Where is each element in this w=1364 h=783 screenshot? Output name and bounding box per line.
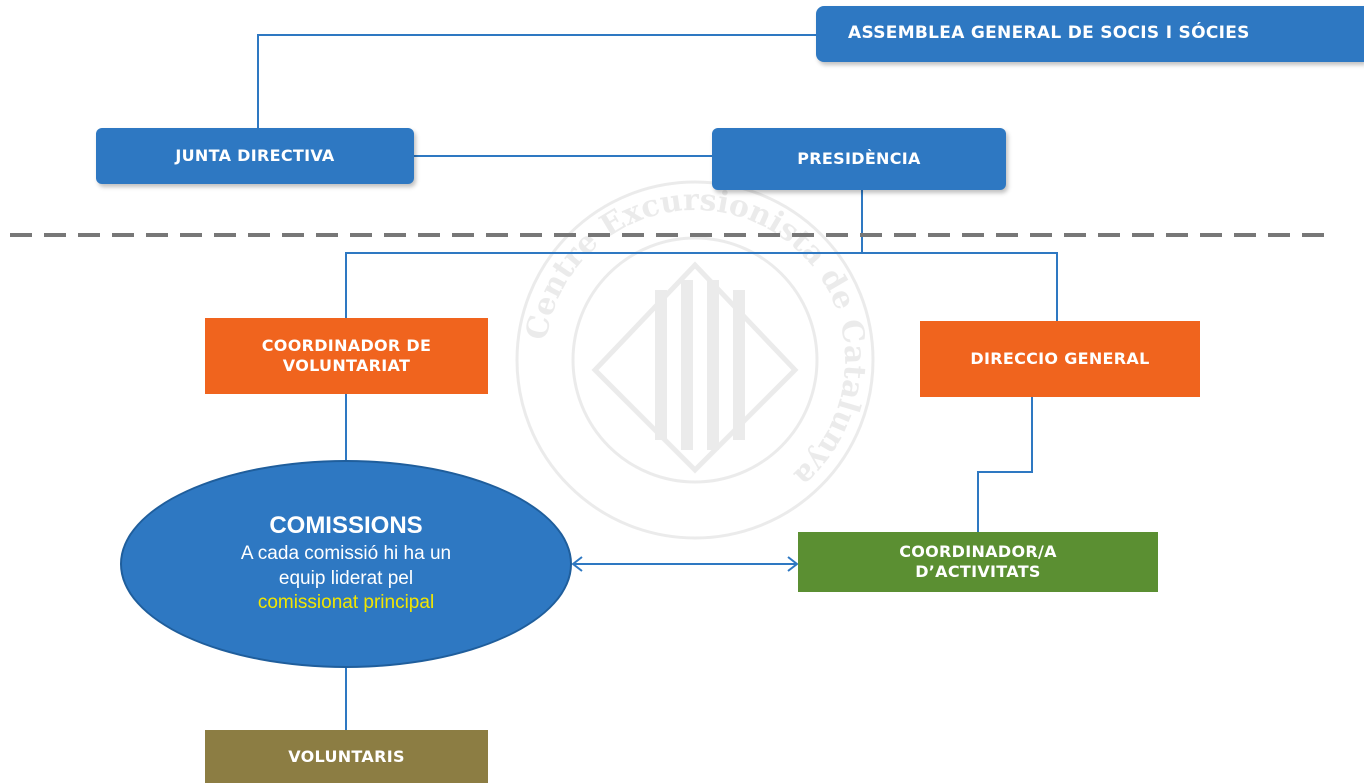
comissions-highlight: comissionat principal — [257, 592, 435, 614]
node-coordinador-voluntariat-label: COORDINADOR DE VOLUNTARIAT — [261, 336, 432, 375]
line-direccio-coordact — [977, 397, 1033, 532]
node-comissions: COMISSIONS A cada comissió hi ha un equi… — [120, 460, 572, 668]
line-branch — [345, 252, 1058, 321]
node-voluntaris: VOLUNTARIS — [205, 730, 488, 783]
comissions-line-1: A cada comissió hi ha un — [240, 542, 452, 564]
line-assemblea-junta — [257, 34, 818, 128]
node-direccio-label: DIRECCIO GENERAL — [970, 349, 1150, 368]
node-voluntaris-label: VOLUNTARIS — [288, 746, 405, 766]
node-coordinador-activitats-label: COORDINADOR/A D’ACTIVITATS — [899, 542, 1057, 581]
node-assemblea-label: ASSEMBLEA GENERAL DE SOCIS I SÓCIES — [848, 23, 1250, 44]
node-junta-directiva: JUNTA DIRECTIVA — [96, 128, 414, 184]
node-presidencia: PRESIDÈNCIA — [712, 128, 1006, 190]
node-coordinador-voluntariat: COORDINADOR DE VOLUNTARIAT — [205, 318, 488, 394]
node-direccio-general: DIRECCIO GENERAL — [920, 321, 1200, 397]
comissions-line-2: equip liderat pel — [278, 567, 414, 589]
node-presidencia-label: PRESIDÈNCIA — [797, 149, 921, 168]
comissions-title: COMISSIONS — [269, 511, 423, 539]
node-assemblea-general: ASSEMBLEA GENERAL DE SOCIS I SÓCIES — [816, 6, 1364, 62]
node-coordinador-activitats: COORDINADOR/A D’ACTIVITATS — [798, 532, 1158, 592]
node-junta-label: JUNTA DIRECTIVA — [175, 146, 335, 165]
